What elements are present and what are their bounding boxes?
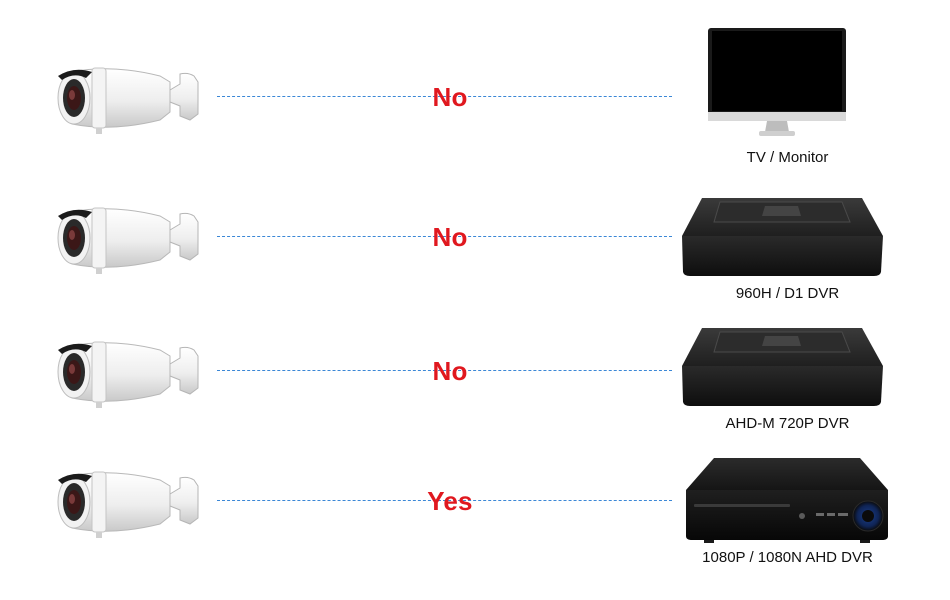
bullet-camera-icon [57,341,199,408]
bullet-camera-icon [57,471,199,538]
compatibility-row-960h-dvr: No 960H / D1 DVR [0,140,950,302]
dvr-1080p-icon [686,458,888,543]
compatibility-row-ahd-m-dvr: No AHD-M 720P DVR [0,274,950,432]
compatibility-answer: No [432,82,468,112]
compatibility-answer: No [432,356,468,386]
dvr-icon [682,328,883,406]
connection-line [217,236,672,237]
connection-line [217,96,672,97]
compatibility-row-tv: No TV / Monitor [0,0,950,166]
device-label: TV / Monitor [746,149,829,166]
bullet-camera-icon [57,207,199,274]
compatibility-answer: No [432,222,468,252]
connection-line [217,500,672,501]
dvr-icon [682,198,883,276]
tv-monitor-icon [708,28,846,136]
compatibility-row-1080p-dvr: Yes 1080P / 1080N AHD [0,404,950,566]
device-label: 960H / D1 DVR [735,285,840,302]
bullet-camera-icon [57,67,199,134]
compatibility-answer: Yes [427,486,473,516]
connection-line [217,370,672,371]
device-label: 1080P / 1080N AHD DVR [702,549,873,566]
device-label: AHD-M 720P DVR [725,415,850,432]
